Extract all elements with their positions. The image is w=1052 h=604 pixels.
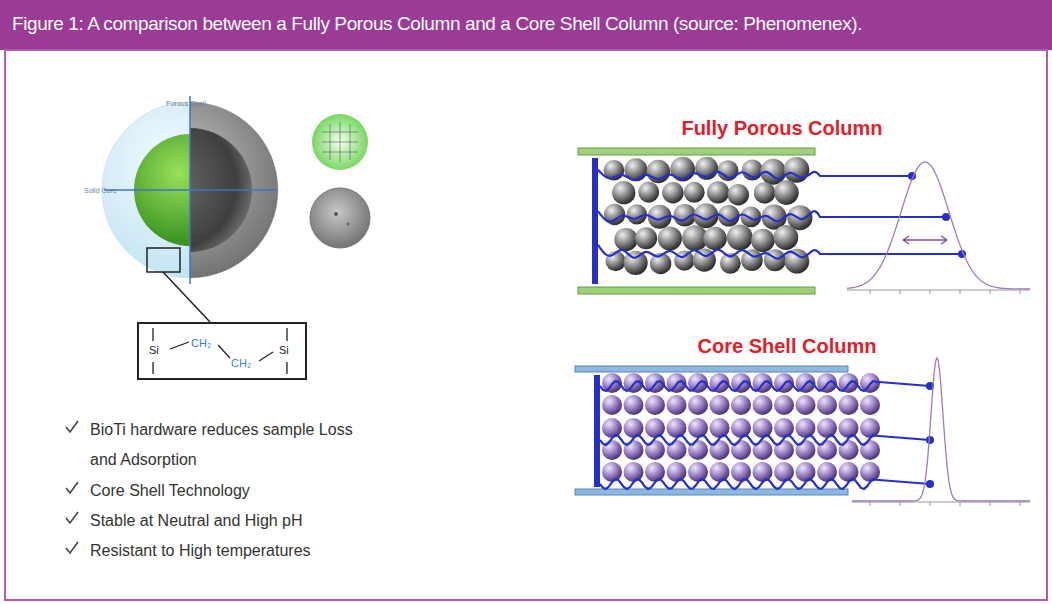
part-label: Porous Shell: [166, 99, 226, 108]
atom-label: Si: [279, 344, 289, 356]
atom-label: CH₂: [231, 357, 251, 369]
column-heading: Core Shell Column: [694, 333, 881, 360]
atom-label: Si: [149, 344, 159, 356]
figure-title: Figure 1: A comparison between a Fully P…: [12, 13, 862, 35]
sem-sphere: [310, 188, 370, 248]
part-label: Solid Core: [84, 186, 124, 195]
fully-porous-column: [578, 148, 966, 294]
chromatogram-peaks: [847, 162, 1030, 506]
bullet-text: BioTi hardware reduces sample Loss and A…: [90, 415, 375, 475]
formula-box: SiCH₂CH₂Si: [137, 322, 307, 380]
atom-label: CH₂: [191, 337, 211, 349]
heading-text: Core Shell Column: [698, 335, 877, 357]
bullet-text: Resistant to High temperatures: [90, 536, 410, 566]
core-shell-column: [575, 366, 934, 495]
heading-text: Fully Porous Column: [681, 117, 882, 139]
zoom-callout: [147, 248, 210, 322]
figure-frame: [5, 50, 1047, 600]
check-marks: [66, 421, 78, 553]
chemical-bonds: [153, 328, 287, 374]
lattice-sphere: [312, 114, 368, 170]
bullet-text: Stable at Neutral and High pH: [90, 506, 410, 536]
core-shell-particle: [102, 96, 278, 284]
column-heading: Fully Porous Column: [677, 115, 886, 142]
bullet-text: Core Shell Technology: [90, 476, 410, 506]
